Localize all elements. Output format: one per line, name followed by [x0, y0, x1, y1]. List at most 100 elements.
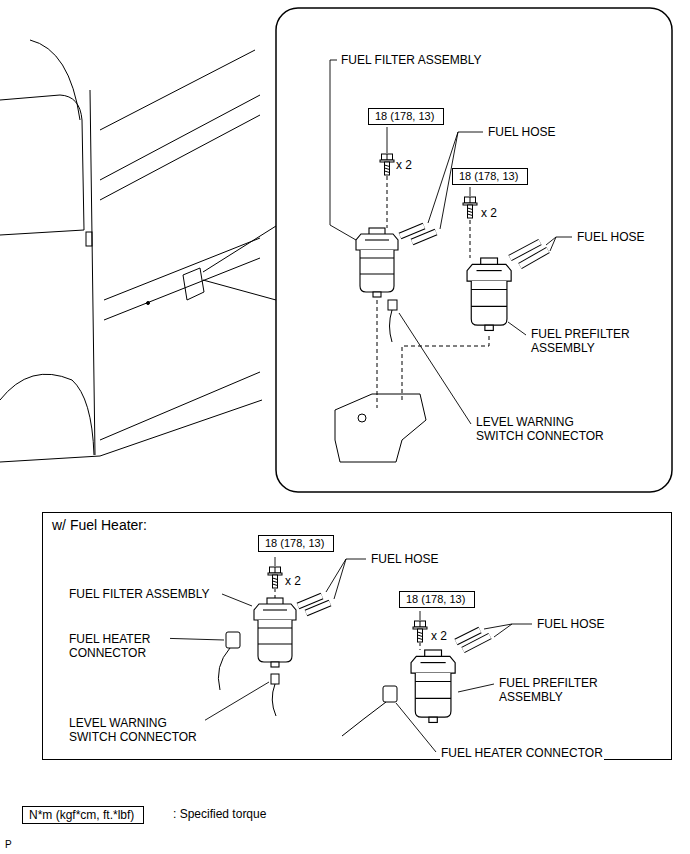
torque-value: 18 (178, 13)	[265, 536, 324, 551]
legend-note: : Specified torque	[172, 807, 267, 821]
part-label: FUEL HOSE	[487, 125, 557, 139]
fuel-hose	[400, 226, 424, 236]
vehicle-outline	[0, 95, 84, 235]
fuel-hose	[520, 250, 548, 266]
quantity-label: x 2	[284, 574, 302, 588]
leader-lines	[334, 559, 346, 599]
lower-parts	[156, 557, 532, 752]
fuel-hose	[400, 226, 548, 266]
bolt	[463, 197, 477, 218]
vehicle-outline	[90, 90, 95, 455]
leader-lines	[494, 624, 512, 637]
heater-connector	[226, 632, 240, 648]
callout-lines	[203, 226, 276, 300]
level-switch-connector	[390, 310, 393, 342]
legend-text: N*m (kgf*cm, ft.*lbf)	[29, 808, 134, 822]
part-label: FUEL HOSE	[576, 230, 646, 244]
fuel-prefilter	[467, 258, 511, 330]
leader-lines	[202, 682, 269, 722]
torque-value: 18 (178, 13)	[406, 592, 465, 607]
panel-heading: w/ Fuel Heater:	[43, 513, 671, 533]
fuel-hose	[463, 636, 490, 650]
vehicle-outline	[30, 40, 80, 120]
fuel-hose	[463, 636, 490, 650]
leader-lines	[387, 127, 388, 153]
heater-connector	[383, 686, 397, 702]
vehicle-outline	[0, 374, 94, 455]
leader-lines	[546, 237, 572, 245]
leader-lines	[396, 703, 436, 752]
legend-box: N*m (kgf*cm, ft.*lbf)	[22, 806, 144, 824]
bolt	[268, 567, 282, 588]
fuel-prefilter	[411, 650, 455, 722]
level-switch-connector	[272, 684, 276, 716]
bolt	[380, 154, 394, 175]
leader-lines	[458, 684, 494, 692]
vehicle-outline	[0, 40, 262, 462]
leader-lines	[470, 187, 471, 196]
leader-lines	[326, 559, 366, 592]
heater-connector	[218, 632, 397, 736]
part-label: FUEL PREFILTER ASSEMBLY	[498, 676, 620, 704]
leader-lines	[330, 60, 572, 424]
quantity-label: x 2	[430, 629, 448, 643]
callout-lines	[203, 226, 276, 272]
level-switch-connector	[388, 300, 397, 342]
upper-parts	[330, 60, 572, 462]
torque-box: 18 (178, 13)	[399, 591, 475, 608]
torque-value: 18 (178, 13)	[375, 109, 434, 124]
fuel-hose	[400, 226, 424, 236]
level-switch-connector	[271, 674, 279, 684]
part-label: FUEL PREFILTER ASSEMBLY	[530, 327, 652, 355]
leader-lines	[399, 313, 471, 424]
dashed-guides	[470, 220, 471, 258]
vehicle-outline	[86, 232, 92, 246]
part-label: LEVEL WARNING SWITCH CONNECTOR	[68, 716, 205, 744]
detail-panel	[276, 8, 672, 492]
bolt	[413, 621, 427, 642]
leader-lines	[222, 594, 252, 606]
part-label: FUEL FILTER ASSEMBLY	[68, 587, 210, 601]
part-label: FUEL HEATER CONNECTOR	[440, 746, 604, 760]
callout-lines	[203, 280, 276, 300]
dashed-guides	[377, 300, 378, 408]
fuel-hose	[306, 603, 330, 613]
dashed-guides	[402, 336, 489, 400]
vehicle-outline	[100, 50, 255, 130]
torque-box: 18 (178, 13)	[368, 108, 444, 125]
heater-connector	[218, 648, 230, 690]
part-label: FUEL HOSE	[536, 617, 606, 631]
torque-box: 18 (178, 13)	[452, 168, 528, 185]
vehicle-outline	[100, 372, 260, 440]
fuel-hose	[412, 232, 436, 242]
part-label: FUEL HOSE	[370, 552, 440, 566]
vehicle-outline	[0, 400, 262, 462]
fuel-hose	[520, 250, 548, 266]
fuel-hose	[306, 603, 330, 613]
torque-value: 18 (178, 13)	[459, 169, 518, 184]
part-label: LEVEL WARNING SWITCH CONNECTOR	[475, 415, 612, 443]
bracket	[335, 394, 426, 462]
vehicle-outline	[100, 95, 260, 180]
leader-lines	[420, 611, 421, 620]
level-switch-connector	[388, 300, 397, 310]
fuel-hose	[412, 232, 436, 242]
dashed-guides	[420, 643, 421, 650]
leader-lines	[275, 557, 276, 566]
level-switch-connector	[271, 674, 279, 716]
fuel-filter	[356, 228, 398, 297]
leader-lines	[508, 322, 526, 335]
part-label: FUEL HEATER CONNECTOR	[68, 632, 170, 660]
page-mark: P	[4, 838, 13, 852]
leader-lines	[550, 237, 556, 251]
dashed-guides	[387, 176, 388, 228]
leader-lines	[156, 557, 532, 752]
dashed-guides	[275, 589, 276, 598]
fuel-filter	[254, 598, 296, 667]
leader-lines	[330, 60, 356, 240]
quantity-label: x 2	[480, 206, 498, 220]
vehicle-outline	[104, 238, 260, 300]
vehicle-outline	[100, 115, 260, 200]
heater-connector	[342, 702, 386, 736]
part-label: FUEL FILTER ASSEMBLY	[340, 53, 482, 67]
